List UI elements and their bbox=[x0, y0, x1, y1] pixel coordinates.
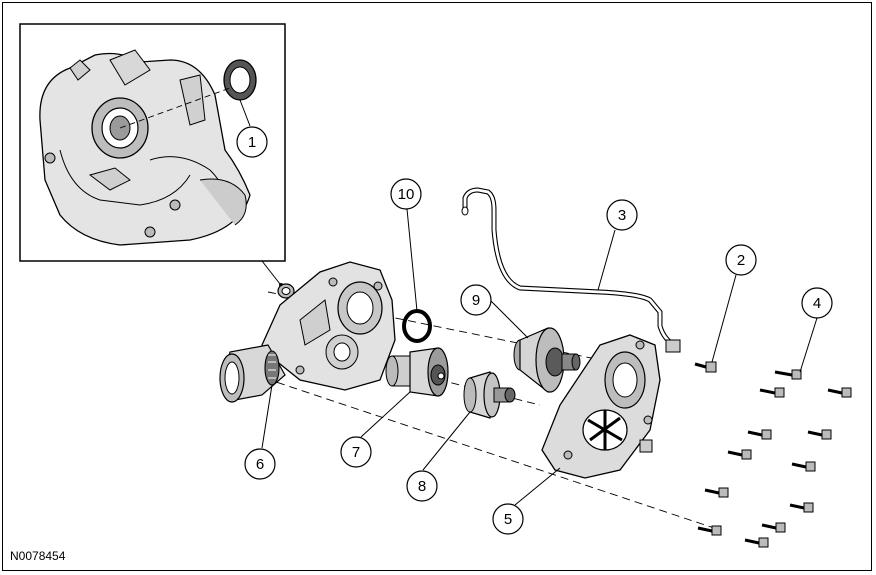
bolt bbox=[791, 461, 816, 472]
svg-text:6: 6 bbox=[256, 456, 264, 473]
inset-detail bbox=[19, 23, 286, 262]
seal-inset bbox=[223, 59, 257, 101]
svg-text:2: 2 bbox=[737, 252, 745, 269]
bearing-8 bbox=[463, 371, 516, 419]
bolt bbox=[747, 429, 772, 440]
svg-text:5: 5 bbox=[504, 511, 512, 528]
housing-cover bbox=[541, 334, 661, 479]
svg-text:9: 9 bbox=[472, 292, 480, 309]
bolt bbox=[697, 525, 722, 536]
bolt bbox=[727, 449, 752, 460]
bolt bbox=[827, 387, 852, 398]
callout-8: 8 bbox=[406, 470, 438, 502]
callout-4: 4 bbox=[801, 287, 833, 319]
svg-text:1: 1 bbox=[248, 134, 256, 151]
seal-small bbox=[277, 283, 295, 299]
transfer-housing bbox=[219, 261, 396, 403]
gear-7 bbox=[385, 347, 449, 397]
callout-7: 7 bbox=[340, 436, 372, 468]
o-ring bbox=[402, 309, 432, 343]
callout-6: 6 bbox=[244, 448, 276, 480]
svg-text:8: 8 bbox=[418, 478, 426, 495]
bolt bbox=[744, 537, 769, 548]
vent-tube bbox=[461, 187, 681, 353]
callouts: 1 2 3 4 5 6 7 8 9 10 bbox=[236, 126, 833, 535]
callout-10: 10 bbox=[390, 178, 422, 210]
callout-2: 2 bbox=[725, 244, 757, 276]
bolt bbox=[759, 387, 785, 398]
bolt bbox=[704, 487, 729, 498]
bolt bbox=[807, 429, 832, 440]
bolt bbox=[774, 369, 802, 380]
bolt-2 bbox=[694, 361, 717, 373]
svg-text:3: 3 bbox=[618, 207, 626, 224]
callout-5: 5 bbox=[492, 503, 524, 535]
callout-3: 3 bbox=[606, 199, 638, 231]
bolts bbox=[694, 361, 852, 548]
leader-lines bbox=[261, 208, 818, 506]
bolt bbox=[789, 502, 814, 513]
svg-text:7: 7 bbox=[352, 444, 360, 461]
callout-9: 9 bbox=[460, 284, 492, 316]
figure-id: N0078454 bbox=[10, 549, 66, 563]
svg-text:10: 10 bbox=[398, 186, 415, 203]
gear-9 bbox=[513, 327, 581, 393]
svg-text:4: 4 bbox=[813, 295, 821, 312]
callout-1: 1 bbox=[236, 126, 268, 158]
bolt bbox=[761, 522, 786, 533]
